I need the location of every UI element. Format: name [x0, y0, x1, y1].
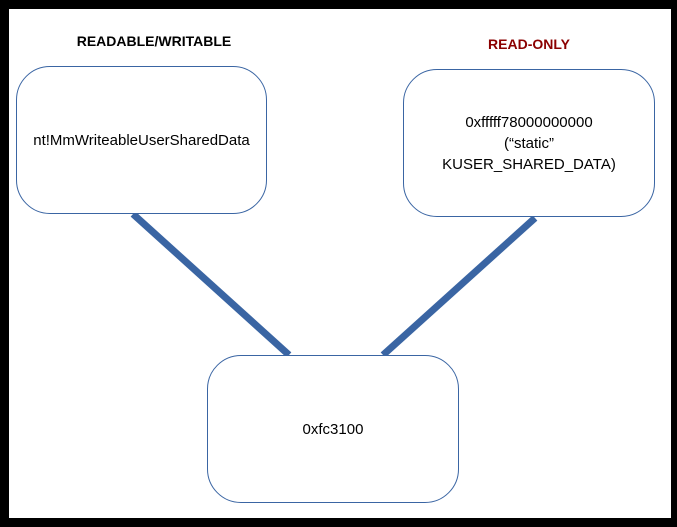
- box-physical-page: 0xfc3100: [207, 355, 459, 503]
- box-writeable-shared-data-label: nt!MmWriteableUserSharedData: [33, 131, 250, 149]
- box-static-structure-name: KUSER_SHARED_DATA): [442, 155, 616, 173]
- heading-readable-writable: READABLE/WRITABLE: [76, 33, 232, 49]
- heading-read-only: READ-ONLY: [488, 36, 570, 52]
- box-static-kuser-shared-data: 0xfffff78000000000 (“static” KUSER_SHARE…: [403, 69, 655, 217]
- box-physical-page-label: 0xfc3100: [302, 420, 364, 438]
- box-static-address: 0xfffff78000000000: [465, 113, 593, 131]
- connector-right-to-bottom: [380, 215, 538, 358]
- connector-left-to-bottom: [130, 211, 292, 358]
- box-writeable-shared-data: nt!MmWriteableUserSharedData: [16, 66, 267, 214]
- box-static-qualifier: (“static”: [504, 134, 554, 152]
- diagram-canvas: READABLE/WRITABLE READ-ONLY nt!MmWriteab…: [9, 9, 671, 518]
